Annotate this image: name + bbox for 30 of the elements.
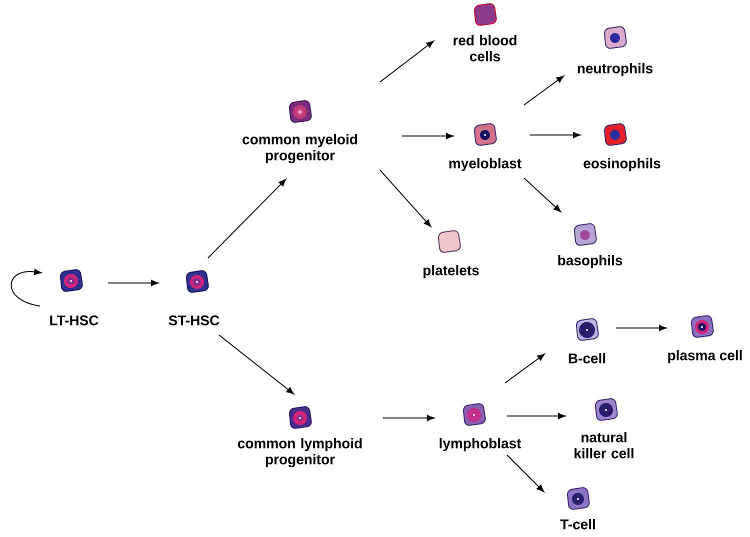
cell-label: common myeloid progenitor <box>242 134 358 164</box>
arrow <box>530 132 580 138</box>
cell-label: natural killer cell <box>574 432 634 458</box>
cell-label: B-cell <box>568 353 606 364</box>
cell-label: red blood cells <box>454 35 516 62</box>
arrow <box>208 178 286 258</box>
cell-label: neutrophils <box>578 63 653 76</box>
cell-label: LT-HSC <box>50 315 98 326</box>
arrow <box>382 414 434 422</box>
arrow <box>108 280 158 286</box>
arrow <box>524 178 562 212</box>
cell-label: plasma cell <box>668 350 742 364</box>
cell-label: common lymphoid progenitor <box>238 438 362 468</box>
cell-label: lymphoblast <box>440 438 522 452</box>
arrow <box>218 334 294 394</box>
arrow <box>402 132 454 140</box>
arrow <box>380 170 432 227</box>
cell-label: basophils <box>558 255 622 268</box>
arrow <box>380 40 434 82</box>
arrow <box>504 354 545 384</box>
loop-arrow <box>10 268 42 306</box>
arrow <box>506 412 566 420</box>
arrow <box>616 324 666 332</box>
arrow <box>524 76 564 106</box>
arrow <box>506 454 544 492</box>
cell-label: ST-HSC <box>168 315 220 326</box>
cell-label: T-cell <box>560 519 595 530</box>
cell-label: myeloblast <box>449 158 522 172</box>
cell-label: eosinophils <box>584 158 660 172</box>
cell-label: platelets <box>424 265 479 278</box>
